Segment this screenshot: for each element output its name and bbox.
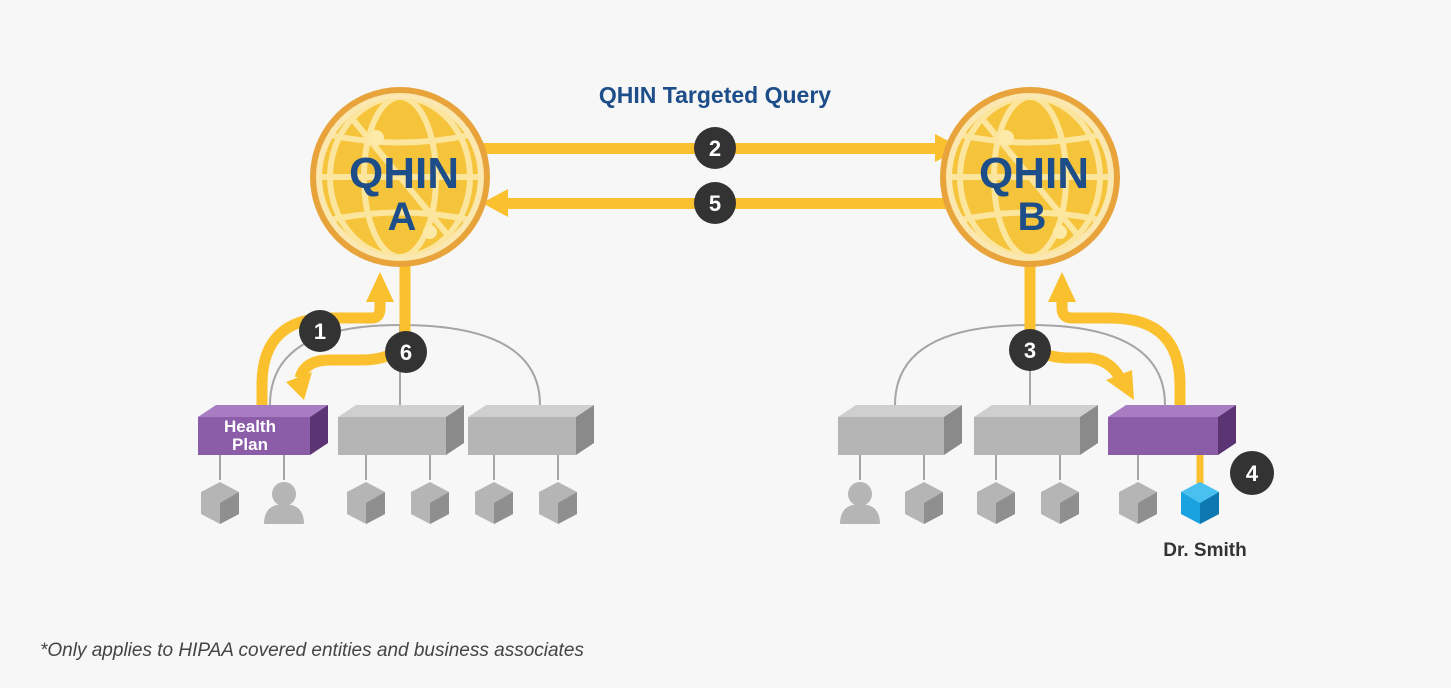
doctor-hexagon-icon: [1181, 482, 1219, 524]
hexagon-icon: [411, 482, 449, 524]
step-badge-1-text: 1: [314, 319, 326, 344]
drop-lines: [219, 455, 1139, 480]
hexagon-icon: [1119, 482, 1157, 524]
step-badge-3-text: 3: [1024, 338, 1036, 363]
step-badge-1: 1: [299, 310, 341, 352]
qhin-a-label-line1: QHIN: [349, 149, 459, 198]
health-plan-label-line1: Health: [224, 417, 276, 436]
person-icon: [264, 482, 304, 524]
step-badge-6: 6: [385, 331, 427, 373]
doctor-label: Dr. Smith: [1163, 540, 1247, 561]
arrowhead-up-qhin-a: [366, 272, 394, 302]
step-badge-6-text: 6: [400, 340, 412, 365]
arrowhead-down-plan: [286, 372, 312, 400]
qhin-b-label-line1: QHIN: [979, 149, 1089, 198]
step-badge-5: 5: [694, 182, 736, 224]
person-icon: [840, 482, 880, 524]
qhin-a-label-line2: A: [388, 195, 417, 239]
arrow-step-4-node-to-qhin-b: [1056, 298, 1186, 405]
gray-node-a1: [338, 405, 464, 455]
hexagon-icon: [977, 482, 1015, 524]
step-badge-3: 3: [1009, 329, 1051, 371]
gray-node-b1: [838, 405, 962, 455]
qhin-b-label-line2: B: [1018, 195, 1047, 239]
step-badge-2: 2: [694, 127, 736, 169]
qhin-b-globe: [940, 87, 1120, 267]
hexagon-icon: [1041, 482, 1079, 524]
gray-node-b2: [974, 405, 1098, 455]
footnote: *Only applies to HIPAA covered entities …: [40, 640, 584, 661]
hexagon-icon: [201, 482, 239, 524]
arrowhead-down-node-b: [1106, 370, 1134, 400]
diagram-title: QHIN Targeted Query: [598, 82, 832, 108]
hexagon-icon: [539, 482, 577, 524]
health-plan-node: [198, 405, 328, 455]
step-badge-5-text: 5: [709, 191, 721, 216]
purple-node-b: [1108, 405, 1236, 455]
hexagon-icon: [347, 482, 385, 524]
hexagon-icon: [475, 482, 513, 524]
gray-node-a2: [468, 405, 594, 455]
step-badge-2-text: 2: [709, 136, 721, 161]
health-plan-label-line2: Plan: [232, 435, 268, 454]
hexagon-icon: [905, 482, 943, 524]
step-badge-4: 4: [1230, 451, 1274, 495]
arrowhead-up-qhin-b: [1048, 272, 1076, 302]
step-badge-4-text: 4: [1246, 461, 1259, 486]
qhin-a-globe: [310, 87, 490, 267]
